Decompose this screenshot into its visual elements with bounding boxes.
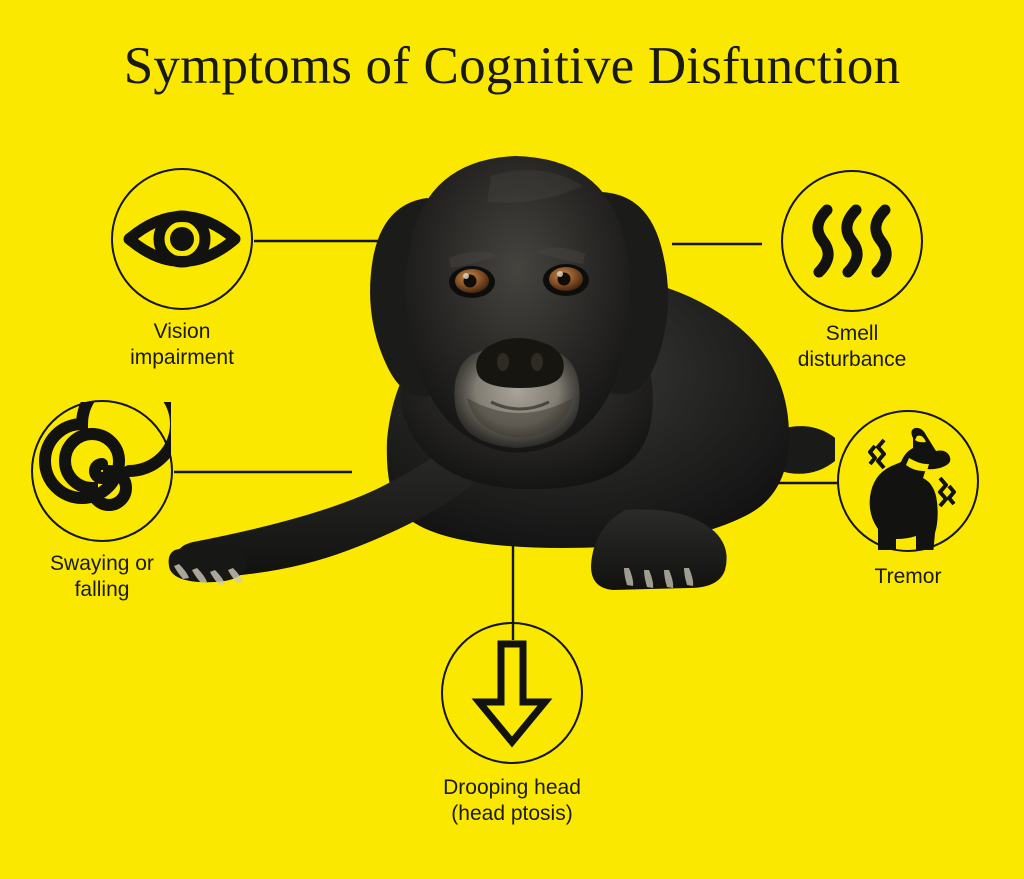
page-title: Symptoms of Cognitive Disfunction bbox=[123, 37, 901, 95]
dog-mouth bbox=[490, 400, 550, 411]
dog-brow-left bbox=[449, 251, 499, 268]
dog-paw-left bbox=[168, 544, 247, 583]
symptom-circle-tremor bbox=[837, 410, 979, 552]
dog-jowls bbox=[467, 398, 573, 438]
spiral-icon bbox=[39, 402, 171, 511]
dog-leg-left bbox=[175, 440, 475, 578]
symptom-label-vision: Vision impairment bbox=[130, 320, 234, 369]
symptom-vision[interactable]: Vision impairment bbox=[92, 168, 272, 371]
symptom-label-tremor: Tremor bbox=[874, 565, 942, 588]
dog-head-shine bbox=[487, 169, 583, 203]
shaking-dog-icon bbox=[868, 427, 956, 550]
symptom-label-swaying: Swaying or falling bbox=[50, 552, 154, 601]
eye-icon bbox=[123, 210, 241, 268]
dog-body-group bbox=[168, 156, 835, 590]
symptom-circle-smell bbox=[781, 170, 923, 312]
symptom-smell[interactable]: Smell disturbance bbox=[762, 170, 942, 373]
dog-photo bbox=[168, 156, 835, 590]
symptom-tremor[interactable]: Tremor bbox=[818, 410, 998, 590]
symptom-circle-swaying bbox=[31, 400, 173, 542]
symptom-label-smell: Smell disturbance bbox=[797, 322, 907, 371]
symptom-label-drooping: Drooping head (head ptosis) bbox=[443, 776, 581, 825]
dog-eye-right bbox=[543, 264, 589, 296]
symptom-drooping[interactable]: Drooping head (head ptosis) bbox=[422, 622, 602, 827]
symptom-circle-drooping bbox=[441, 622, 583, 764]
dog-nostril-left bbox=[497, 353, 509, 371]
scent-waves-icon bbox=[812, 204, 892, 278]
dog-nostril-right bbox=[531, 353, 543, 371]
dog-brow-right bbox=[535, 247, 585, 264]
dog-eye-left bbox=[449, 266, 495, 298]
symptom-swaying[interactable]: Swaying or falling bbox=[12, 400, 192, 603]
symptom-circle-vision bbox=[111, 168, 253, 310]
dog-claws-right bbox=[624, 568, 694, 588]
dog-nose bbox=[476, 338, 564, 388]
down-arrow-icon bbox=[471, 640, 553, 748]
dog-claws-left bbox=[174, 564, 243, 585]
